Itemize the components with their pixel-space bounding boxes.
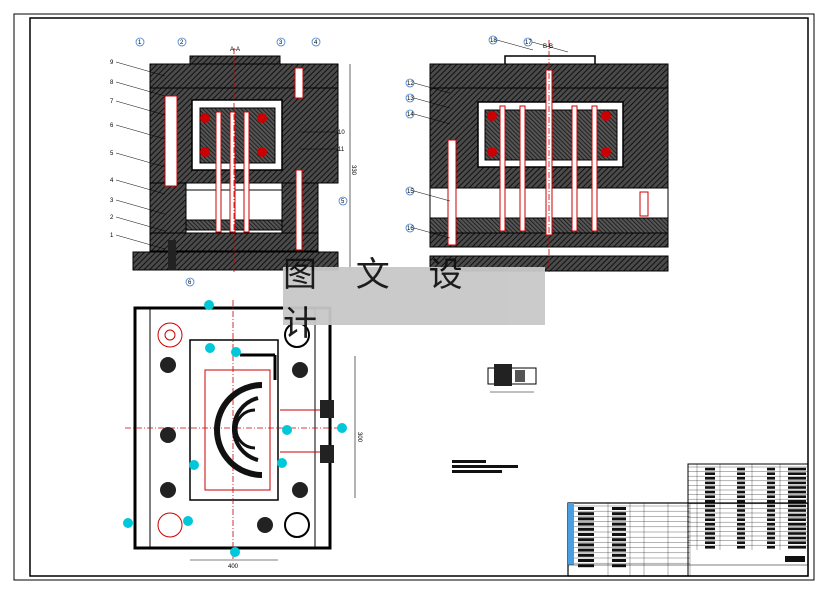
svg-text:12: 12 (407, 81, 414, 87)
balloon-a: 2 (177, 37, 187, 47)
balloon-a: 1 (135, 37, 145, 47)
inner-border (29, 17, 809, 577)
dim-height-a: 330 (350, 165, 356, 176)
cyan-marker (282, 425, 292, 435)
plan-view: 300 400 (123, 300, 362, 570)
dim-width-plan: 400 (228, 564, 239, 570)
cyan-marker (231, 347, 241, 357)
cyan-marker (337, 423, 347, 433)
part-label-11: 11 (338, 147, 345, 153)
cyan-marker (189, 460, 199, 470)
balloon-a: 3 (276, 37, 286, 47)
balloon-b: 14 (405, 109, 451, 125)
part-label-8: 8 (110, 80, 114, 86)
part-label-10: 10 (338, 130, 345, 136)
dim-height-plan: 300 (356, 432, 362, 443)
technical-notes (452, 460, 518, 473)
balloon-a: 5 (338, 196, 348, 206)
title-block (567, 502, 809, 577)
parts-list-table (687, 463, 809, 577)
balloon-b: 13 (405, 93, 451, 109)
svg-text:13: 13 (407, 96, 414, 102)
cyan-marker (230, 547, 240, 557)
balloon-a: 4 (311, 37, 321, 47)
part-label-7: 7 (110, 99, 114, 105)
svg-text:16: 16 (407, 226, 414, 232)
product-view (487, 364, 537, 393)
part-label-4: 4 (110, 178, 114, 184)
outer-border (13, 13, 815, 581)
part-label-1: 1 (110, 233, 114, 239)
svg-text:4: 4 (314, 40, 318, 46)
balloon-a: 6 (185, 277, 195, 287)
cyan-marker (204, 300, 214, 310)
balloon-b: 17 (523, 37, 569, 53)
svg-text:15: 15 (407, 189, 414, 195)
balloon-b: 15 (405, 186, 451, 202)
watermark-banner: 图 文 设 计 (283, 255, 545, 344)
part-label-6: 6 (110, 123, 114, 129)
section-b-title: B-B (543, 44, 553, 50)
svg-text:18: 18 (490, 38, 497, 44)
svg-text:3: 3 (279, 40, 283, 46)
balloon-b: 16 (405, 223, 451, 239)
cyan-marker (205, 343, 215, 353)
cyan-marker (183, 516, 193, 526)
svg-text:2: 2 (180, 40, 184, 46)
cyan-marker (277, 458, 287, 468)
svg-text:1: 1 (138, 40, 142, 46)
balloon-b: 18 (488, 35, 534, 51)
part-label-2: 2 (110, 215, 114, 221)
svg-text:17: 17 (525, 40, 532, 46)
part-label-5: 5 (110, 151, 114, 157)
section-b-view: B-B 12 13 14 15 16 17 18 (405, 35, 669, 272)
svg-text:5: 5 (341, 199, 345, 205)
balloon-b: 12 (405, 78, 451, 94)
part-label-3: 3 (110, 198, 114, 204)
svg-text:6: 6 (188, 280, 192, 286)
section-a-title: A-A (230, 47, 240, 53)
svg-text:14: 14 (407, 112, 414, 118)
cyan-marker (123, 518, 133, 528)
part-label-9: 9 (110, 60, 114, 66)
